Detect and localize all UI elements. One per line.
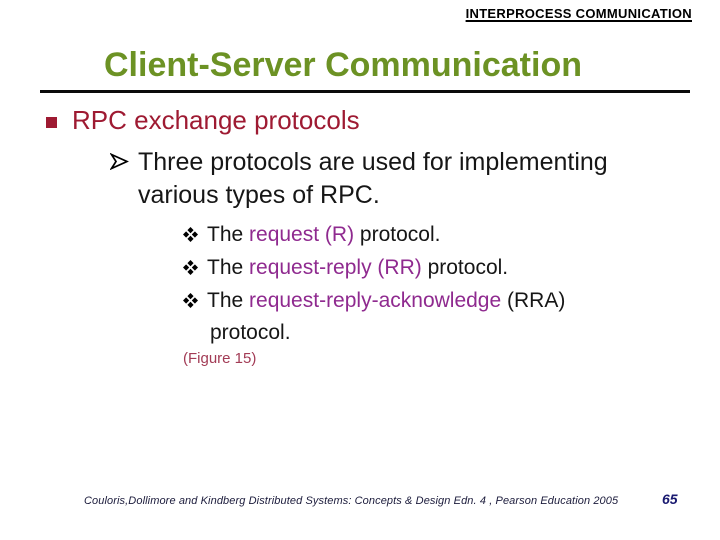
protocol-keyword: request (R) bbox=[249, 223, 355, 246]
protocol-text: The bbox=[207, 256, 250, 279]
protocol-item-request-reply: The request-reply (RR) protocol. bbox=[207, 256, 508, 280]
protocol-item-request-reply-acknowledge: The request-reply-acknowledge (RRA) bbox=[207, 289, 565, 313]
figure-reference-note: (Figure 15) bbox=[183, 350, 257, 367]
protocol-item-request: The request (R) protocol. bbox=[207, 223, 440, 247]
arrow-bullet-icon bbox=[110, 153, 129, 170]
diamond-cluster-bullet-icon bbox=[183, 227, 198, 242]
slide-header-label: INTERPROCESS COMMUNICATION bbox=[465, 6, 692, 21]
page-number: 65 bbox=[662, 491, 678, 507]
square-bullet-icon bbox=[46, 117, 57, 128]
protocol-text: (RRA) bbox=[501, 289, 566, 312]
protocol-keyword: request-reply (RR) bbox=[249, 256, 422, 279]
protocol-keyword: request-reply-acknowledge bbox=[249, 289, 502, 312]
protocol-text: The bbox=[207, 289, 250, 312]
diamond-cluster-bullet-icon bbox=[183, 260, 198, 275]
page-title: Client-Server Communication bbox=[104, 46, 582, 84]
protocol-text: protocol. bbox=[354, 223, 441, 246]
diamond-cluster-bullet-icon bbox=[183, 293, 198, 308]
protocol-item-wrap-line: protocol. bbox=[210, 321, 291, 344]
level1-heading: RPC exchange protocols bbox=[72, 105, 360, 135]
title-divider-rule bbox=[40, 90, 690, 93]
level2-text-line1: Three protocols are used for implementin… bbox=[138, 148, 608, 176]
protocol-text: The bbox=[207, 223, 250, 246]
footer-citation: Couloris,Dollimore and Kindberg Distribu… bbox=[84, 495, 619, 507]
level2-text-line2: various types of RPC. bbox=[138, 181, 380, 209]
protocol-text: protocol. bbox=[421, 256, 509, 279]
